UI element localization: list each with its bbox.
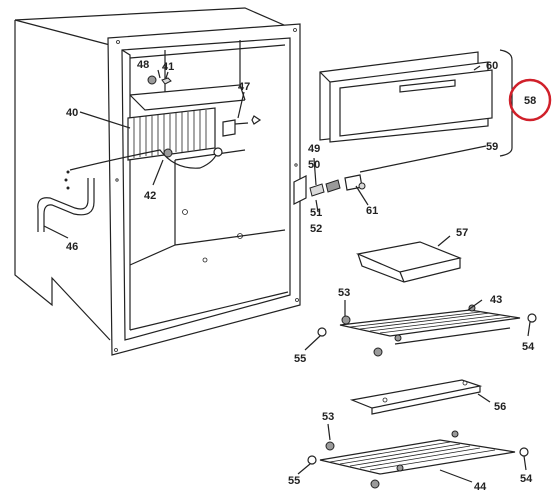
thermostat-bracket [222, 115, 262, 137]
label-55-upper: 55 [294, 353, 306, 365]
evaporator-fins [127, 107, 216, 161]
hinge-assembly [293, 174, 366, 205]
label-61: 61 [366, 205, 378, 217]
label-52: 52 [310, 223, 322, 235]
drain-tube [37, 178, 95, 232]
lower-wire-shelf [307, 430, 529, 489]
label-59: 59 [486, 141, 498, 153]
label-60: 60 [486, 60, 498, 72]
label-53-upper: 53 [338, 287, 350, 299]
leader-lines [43, 65, 531, 483]
label-54-lower: 54 [520, 473, 533, 485]
label-55-lower: 55 [288, 475, 300, 487]
upper-wire-shelf [317, 304, 537, 357]
label-57: 57 [456, 227, 468, 239]
screw-parts-48-41 [147, 75, 172, 85]
drip-tray [355, 241, 462, 283]
label-49: 49 [308, 143, 320, 155]
label-54-upper: 54 [522, 341, 535, 353]
label-43: 43 [490, 294, 502, 306]
label-41: 41 [162, 61, 174, 73]
freezer-door [319, 51, 493, 143]
label-48: 48 [137, 59, 149, 71]
label-58: 58 [524, 95, 536, 107]
label-42: 42 [144, 190, 156, 202]
label-50: 50 [308, 159, 320, 171]
label-56: 56 [494, 401, 506, 413]
highlight-circle [508, 78, 552, 122]
label-40: 40 [66, 107, 78, 119]
sensor-wire [64, 147, 223, 190]
label-46: 46 [66, 241, 78, 253]
label-47: 47 [238, 81, 250, 93]
bottle-tray [349, 379, 483, 415]
door-group-bracket [499, 49, 513, 157]
label-53-lower: 53 [322, 411, 334, 423]
label-44: 44 [474, 481, 487, 493]
part-labels: 40 48 41 42 47 46 49 50 51 52 61 60 59 5… [66, 59, 536, 493]
refrigerator-cabinet [14, 7, 301, 356]
label-51: 51 [310, 207, 322, 219]
